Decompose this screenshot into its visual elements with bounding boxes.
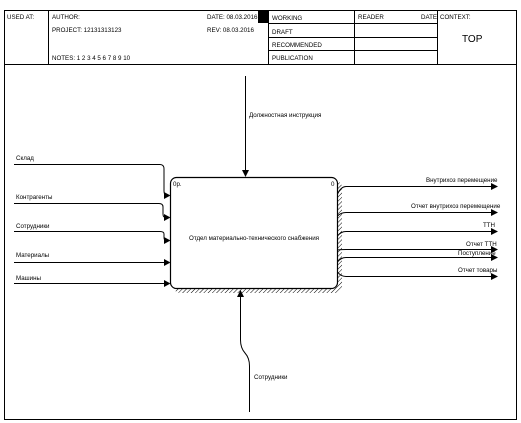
header-block: USED AT: AUTHOR: PROJECT: 12131313123 NO… (4, 10, 517, 65)
input-label-materialy: Материалы (16, 252, 50, 259)
rev-label: REV: 08.03.2016 (207, 27, 254, 34)
input-arrow-sotrudniki[interactable]: Сотрудники (14, 223, 171, 244)
output-label-otchet-vnutrikhoz: Отчет внутрихоз перемещение (411, 203, 501, 210)
output-label-postuplenie: Поступление (458, 250, 496, 257)
input-arrow-materialy[interactable]: Материалы (14, 252, 171, 266)
activity-label: Отдел материально-технического снабжения (189, 235, 319, 242)
output-label-otchet-tovary: Отчет товары (458, 267, 498, 274)
mechanism-label: Сотрудники (254, 374, 288, 381)
reader-date-label: DATE (421, 14, 437, 21)
input-label-sotrudniki: Сотрудники (16, 223, 50, 230)
input-arrow-mashiny[interactable]: Машины (14, 275, 171, 287)
author-label: AUTHOR: (52, 14, 80, 21)
context-value: TOP (462, 34, 483, 45)
used-at-label: USED AT: (7, 14, 34, 21)
status-working: WORKING (272, 15, 302, 22)
notes-label: NOTES: 1 2 3 4 5 6 7 8 9 10 (52, 55, 131, 62)
control-arrow[interactable]: Должностная инструкция (242, 76, 321, 177)
output-label-vnutrikhoz: Внутрихоз перемещение (426, 177, 498, 184)
status-draft: DRAFT (272, 29, 293, 36)
activity-number: 0р. (173, 181, 182, 188)
mechanism-arrow[interactable]: Сотрудники (237, 290, 288, 412)
output-arrow-otchet-vnutrikhoz[interactable]: Отчет внутрихоз перемещение (337, 203, 501, 217)
diagram-frame (4, 10, 517, 420)
activity-cost: 0 (331, 181, 335, 188)
context-label: CONTEXT: (440, 14, 471, 21)
output-arrow-otchet-tovary[interactable]: Отчет товары (337, 267, 499, 280)
input-label-sklad: Склад (16, 155, 34, 162)
activity-rect (169, 176, 339, 290)
output-arrow-otchet-ttn[interactable]: Отчет ТТН (337, 241, 499, 253)
input-arrow-kontragenty[interactable]: Контрагенты (14, 194, 171, 221)
output-arrow-postuplenie[interactable]: Поступление (337, 250, 499, 263)
status-recommended: RECOMMENDED (272, 42, 322, 49)
output-arrows: Внутрихоз перемещение Отчет внутрихоз пе… (337, 177, 501, 280)
output-arrow-ttn[interactable]: ТТН (337, 222, 499, 237)
activity-box[interactable]: 0р. 0 Отдел материально-технического сна… (169, 176, 343, 294)
project-label: PROJECT: 12131313123 (52, 27, 122, 34)
input-arrow-sklad[interactable]: Склад (14, 155, 171, 199)
input-label-kontragenty: Контрагенты (16, 194, 53, 201)
input-arrows: Склад Контрагенты Сотрудники Материалы М… (14, 155, 171, 287)
input-label-mashiny: Машины (16, 275, 42, 282)
output-label-otchet-ttn: Отчет ТТН (466, 241, 497, 248)
status-publication: PUBLICATION (272, 55, 313, 62)
date-label: DATE: 08.03.2016 (207, 14, 258, 21)
output-arrow-vnutrikhoz[interactable]: Внутрихоз перемещение (337, 177, 499, 195)
control-label: Должностная инструкция (249, 112, 321, 119)
working-status-marker (258, 11, 268, 23)
output-label-ttn: ТТН (483, 222, 495, 229)
reader-label: READER (358, 14, 384, 21)
